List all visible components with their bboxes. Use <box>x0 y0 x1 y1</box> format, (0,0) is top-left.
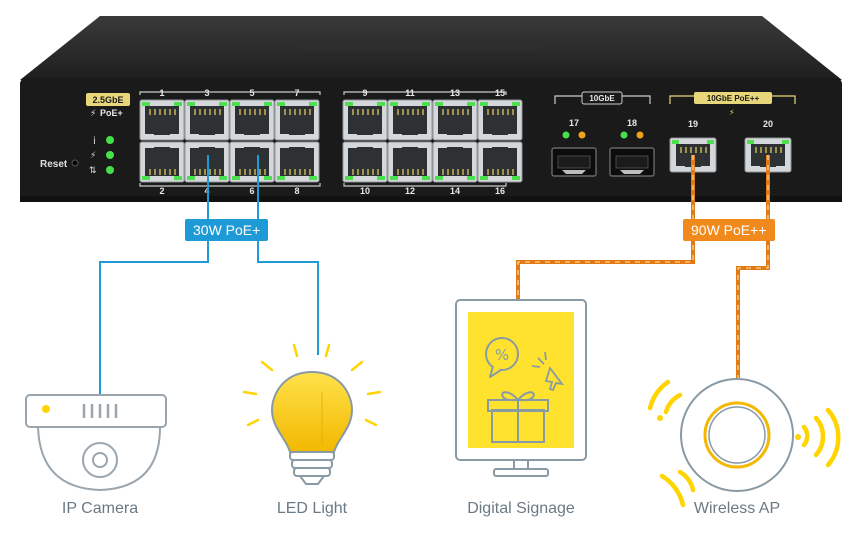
rj45-port[interactable] <box>477 141 523 183</box>
port-led <box>620 131 628 139</box>
lightning-icon: ⚡ <box>90 109 96 119</box>
poe-plusplus-cables <box>516 155 770 378</box>
rj45-port[interactable] <box>139 141 185 183</box>
sfp-port[interactable] <box>609 147 655 177</box>
gift-icon <box>487 391 549 443</box>
port-number: 13 <box>450 88 460 98</box>
rj45-port[interactable] <box>432 99 478 141</box>
rj45-port[interactable] <box>274 99 320 141</box>
rj45-port[interactable] <box>342 99 388 141</box>
port-number: 8 <box>294 186 299 196</box>
info-icon: i <box>93 136 96 147</box>
network-icon: ⇅ <box>89 166 97 176</box>
light-rays <box>242 343 382 427</box>
lightning-icon: ⚡ <box>729 108 735 117</box>
port-number: 11 <box>405 88 415 98</box>
camera-led <box>42 405 50 413</box>
wifi-waves <box>647 379 841 508</box>
port-number: 1 <box>159 88 164 98</box>
rj45-port[interactable] <box>432 141 478 183</box>
label-2-5gbe: 2.5GbE <box>92 95 123 105</box>
camera-label: IP Camera <box>61 500 139 517</box>
cable-ap <box>736 155 770 378</box>
wireless-ap-illustration <box>647 378 841 508</box>
port-number: 20 <box>763 119 773 129</box>
label-10gbe-poe: 10GbE PoE++ <box>707 94 760 103</box>
ip-camera-illustration <box>25 394 167 492</box>
port-number: 19 <box>688 119 698 129</box>
bulb-base <box>289 451 335 485</box>
cable-camera <box>99 155 209 395</box>
bulb-glass <box>270 370 354 453</box>
poe-plusplus-badge: 90W PoE++ <box>683 219 775 241</box>
rj45-port[interactable] <box>477 99 523 141</box>
signage-label: Digital Signage <box>467 500 575 517</box>
reset-label: Reset <box>40 159 68 170</box>
rj45-port[interactable] <box>229 141 275 183</box>
badge-10gbe <box>581 91 623 105</box>
port-number: 3 <box>204 88 209 98</box>
rj45-port[interactable] <box>229 99 275 141</box>
port-number: 14 <box>450 186 460 196</box>
badge-10gbe-poe <box>694 92 772 104</box>
status-led-network <box>106 166 114 174</box>
rj45-port[interactable] <box>342 141 388 183</box>
port-number: 15 <box>495 88 505 98</box>
label-poe-plus: PoE+ <box>100 108 123 118</box>
ap-core <box>708 406 766 464</box>
poe-plus-cables <box>99 155 319 395</box>
port-number: 18 <box>627 118 637 128</box>
port-number: 6 <box>249 186 254 196</box>
cursor-icon <box>531 351 565 392</box>
rj45-port[interactable] <box>387 99 433 141</box>
port-number: 10 <box>360 186 370 196</box>
reset-button[interactable] <box>71 159 79 167</box>
port-led <box>562 131 570 139</box>
sfp-port[interactable] <box>551 147 597 177</box>
discount-icon <box>485 337 519 371</box>
signage-base <box>493 468 549 477</box>
port-number: 2 <box>159 186 164 196</box>
status-leds: i ⚡ ⇅ <box>89 136 114 176</box>
port-led <box>578 131 586 139</box>
led-light-illustration <box>242 343 382 485</box>
port-number: 7 <box>294 88 299 98</box>
rj45-port[interactable] <box>139 99 185 141</box>
rj45-port[interactable] <box>387 141 433 183</box>
port-number: 17 <box>569 118 579 128</box>
port-number: 16 <box>495 186 505 196</box>
rj45-port[interactable] <box>184 99 230 141</box>
rj45-port[interactable] <box>274 141 320 183</box>
wifi-dot <box>795 434 801 440</box>
light-label: LED Light <box>276 500 348 517</box>
badge-2-5gbe <box>86 93 130 106</box>
switch-logo-mark <box>300 40 540 50</box>
label-10gbe: 10GbE <box>589 94 615 103</box>
power-icon: ⚡ <box>90 151 96 161</box>
port-number: 12 <box>405 186 415 196</box>
cable-light <box>257 155 319 355</box>
camera-lens-inner <box>92 452 108 468</box>
status-led-power <box>106 151 114 159</box>
status-led-info <box>106 136 114 144</box>
port-led <box>636 131 644 139</box>
port-number: 9 <box>362 88 367 98</box>
network-switch: 2.5GbE ⚡ PoE+ i ⚡ ⇅ Reset 12345678910111… <box>20 16 842 202</box>
ap-label: Wireless AP <box>693 500 781 517</box>
svg-text:%: % <box>495 346 509 364</box>
port-number: 5 <box>249 88 254 98</box>
digital-signage-illustration: % <box>455 299 587 477</box>
poe-plus-badge: 30W PoE+ <box>185 219 269 241</box>
wifi-dot <box>657 415 663 421</box>
